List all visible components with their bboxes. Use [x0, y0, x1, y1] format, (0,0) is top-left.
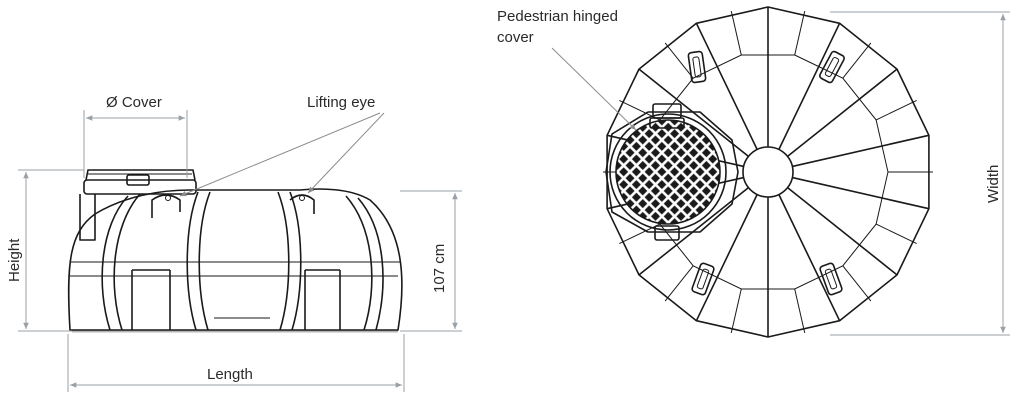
height-label: Height — [6, 238, 23, 282]
tank-top-spoke — [695, 22, 758, 150]
cover-surround-plate — [605, 111, 739, 233]
top-lifting-pads — [687, 50, 845, 296]
lifting-eye-left — [151, 194, 181, 218]
cover-hinge-bottom — [654, 225, 680, 241]
pedestrian-cover-rim — [609, 113, 727, 231]
tank-top-spoke — [792, 176, 930, 210]
tank-top-rib — [664, 265, 694, 302]
pedestrian-cover-grating — [615, 119, 721, 225]
tank-top-view — [603, 6, 933, 338]
tank-top-spoke — [787, 186, 898, 276]
tank-top-spoke — [792, 134, 930, 168]
tank-bottom-recesses — [131, 269, 341, 330]
tank-top-rib — [875, 99, 917, 121]
tank-body-outline — [67, 188, 403, 331]
height-value-label: 107 cm — [431, 244, 448, 293]
cover-diameter-label: Ø Cover — [106, 94, 162, 111]
pedestrian-cover-callout: Pedestrian hinged cover — [497, 8, 637, 131]
lifting-eye-right — [289, 194, 315, 214]
pedestrian-cover-label-line1: Pedestrian hinged — [497, 8, 618, 25]
tank-top-rib — [842, 265, 872, 302]
height-dimension: Height — [6, 169, 84, 332]
tank-top-rib — [794, 11, 806, 56]
width-dimension: Width — [830, 11, 1010, 336]
tank-top-spoke — [778, 22, 841, 150]
lifting-eye-callout: Lifting eye — [179, 94, 385, 197]
length-label: Length — [207, 366, 253, 383]
tank-top-rib — [664, 42, 694, 79]
tank-top-spoke — [787, 68, 898, 158]
tank-top-rib — [730, 288, 742, 333]
pedestrian-cover-label-line2: cover — [497, 29, 534, 46]
tank-top-rib — [794, 288, 806, 333]
width-label: Width — [985, 165, 1002, 203]
tank-top-rib — [619, 223, 661, 245]
length-dimension: Length — [67, 334, 405, 392]
tank-top-rib — [842, 42, 872, 79]
tank-top-rib — [730, 11, 742, 56]
tank-top-spoke — [695, 194, 758, 322]
tank-top-center-hub — [742, 146, 794, 198]
tank-ribs — [101, 191, 384, 331]
lifting-eye-label: Lifting eye — [307, 94, 375, 111]
cover-dimension: Ø Cover — [83, 94, 188, 178]
tank-top-spokes — [603, 7, 933, 337]
height-value-dimension: 107 cm — [400, 190, 462, 332]
tank-side-view — [67, 169, 403, 333]
cover-turret — [79, 169, 197, 241]
tank-top-rib — [875, 223, 917, 245]
cover-handle-top — [649, 117, 685, 129]
tank-top-spoke — [778, 194, 841, 322]
